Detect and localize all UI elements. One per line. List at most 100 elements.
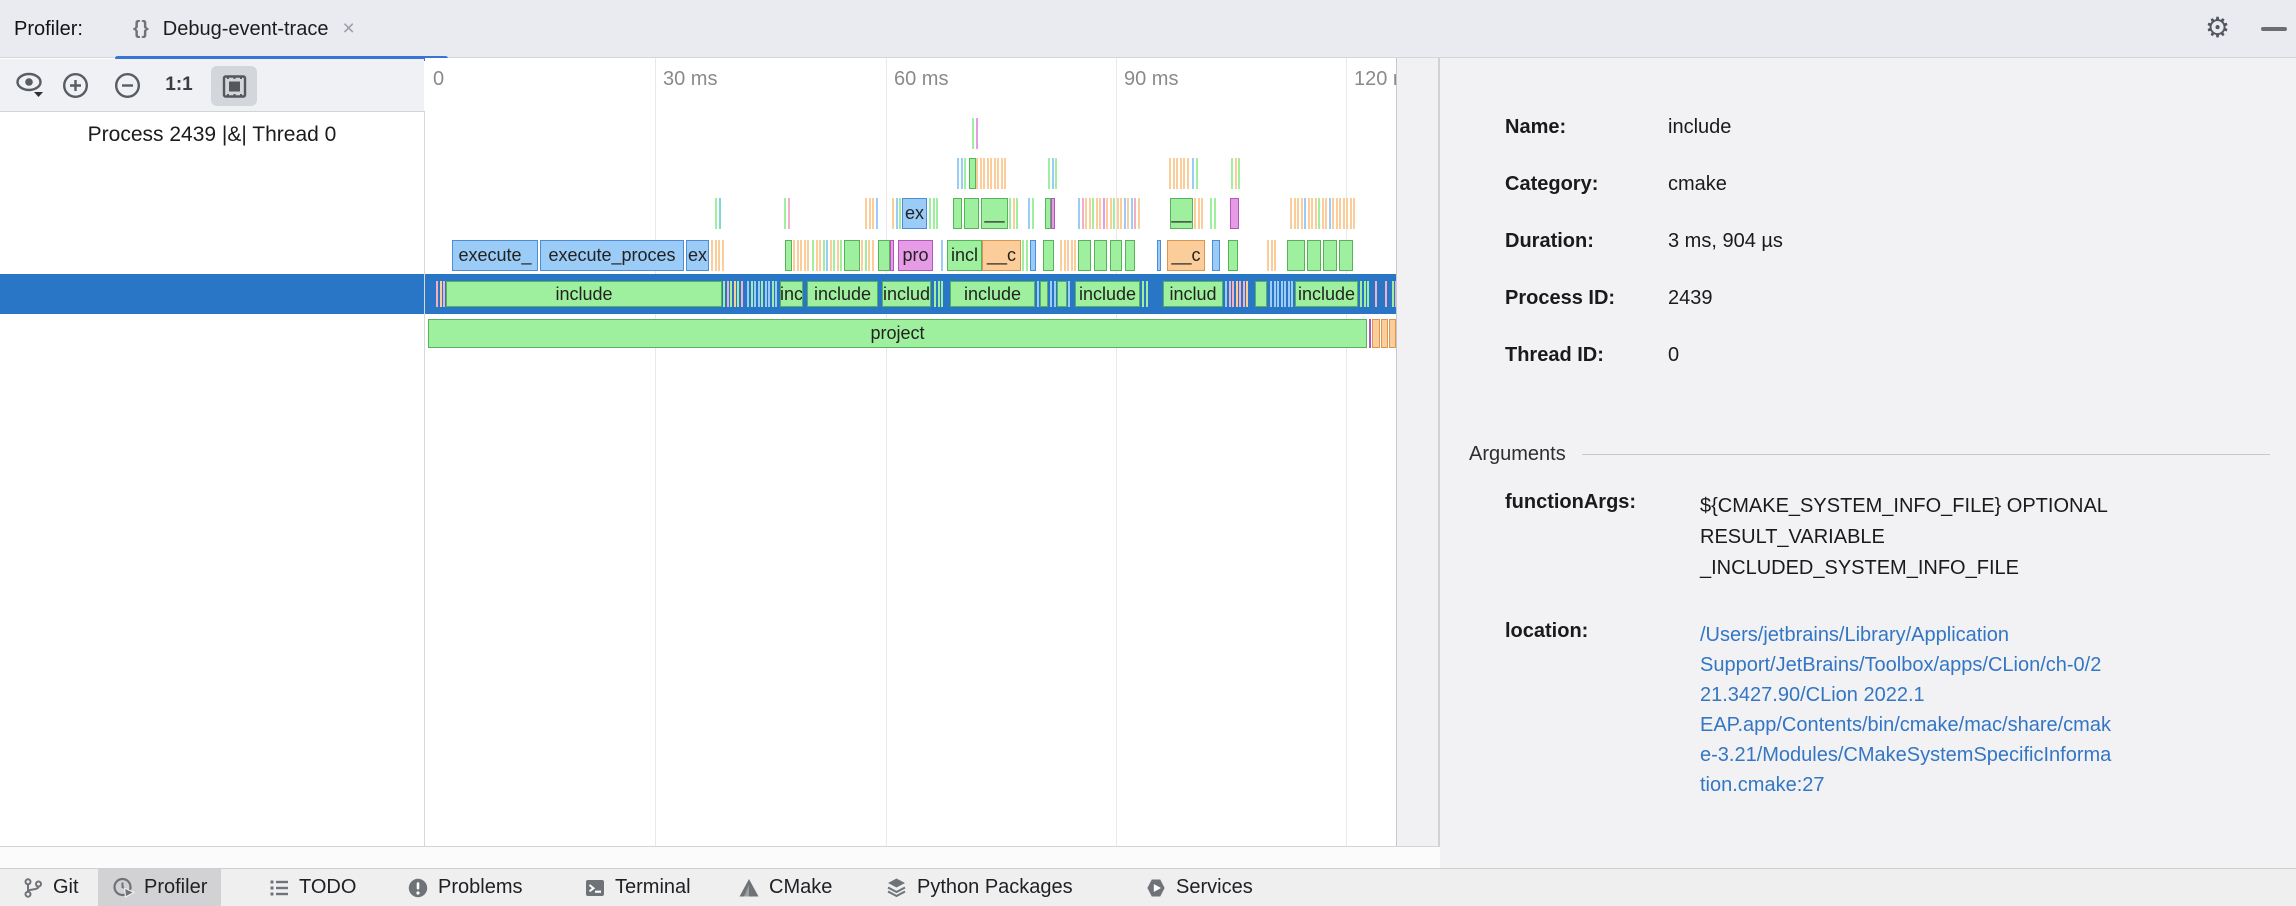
flame-stripes[interactable] xyxy=(1037,281,1040,307)
flame-stripes[interactable] xyxy=(1192,158,1198,189)
flame-stripes[interactable] xyxy=(1009,198,1020,229)
bottom-bar-item-services[interactable]: Services xyxy=(1131,869,1267,906)
flame-block-include[interactable]: include xyxy=(807,281,878,307)
flame-block[interactable] xyxy=(953,198,962,229)
flame-block-project[interactable]: project xyxy=(428,319,1367,348)
flame-block-execute_proces[interactable]: execute_proces xyxy=(540,240,684,271)
flame-block[interactable] xyxy=(969,158,976,189)
flame-stripes[interactable] xyxy=(1048,158,1057,189)
bottom-bar-item-problems[interactable]: Problems xyxy=(393,869,536,906)
bottom-bar-item-git[interactable]: Git xyxy=(8,869,93,906)
flame-block-__c[interactable]: __c xyxy=(1167,240,1205,271)
flame-block-__[interactable]: __ xyxy=(1170,198,1193,229)
flame-block[interactable] xyxy=(1110,240,1122,271)
flame-stripes[interactable] xyxy=(892,198,901,229)
flame-stripes[interactable] xyxy=(865,198,878,229)
flame-block[interactable] xyxy=(1094,240,1107,271)
flame-block-include[interactable]: include xyxy=(446,281,722,307)
flame-block[interactable] xyxy=(1043,240,1054,271)
flame-stripes[interactable] xyxy=(1360,281,1372,307)
flame-stripes[interactable] xyxy=(1385,281,1387,307)
flame-block[interactable] xyxy=(1389,319,1396,348)
flame-stripes[interactable] xyxy=(1210,198,1217,229)
flame-stripes[interactable] xyxy=(1375,281,1378,307)
flame-block[interactable] xyxy=(1030,240,1036,271)
flame-block[interactable] xyxy=(1045,198,1051,229)
flame-block-execute_[interactable]: execute_ xyxy=(452,240,538,271)
flame-block[interactable] xyxy=(878,240,890,271)
flame-stripes[interactable] xyxy=(1169,158,1191,189)
flame-block[interactable] xyxy=(1228,240,1238,271)
flame-stripes[interactable] xyxy=(1078,198,1140,229)
bottom-bar-item-todo[interactable]: TODO xyxy=(254,869,370,906)
flame-stripes[interactable] xyxy=(957,158,969,189)
bottom-bar-item-profiler[interactable]: Profiler xyxy=(98,869,222,906)
flame-block-inc[interactable]: inc xyxy=(780,281,803,307)
flame-block[interactable] xyxy=(1230,198,1239,229)
close-icon[interactable]: × xyxy=(342,17,355,40)
tab-debug-event-trace[interactable]: {} Debug-event-trace × xyxy=(115,0,448,58)
flame-stripes[interactable] xyxy=(1060,240,1076,271)
flame-stripes[interactable] xyxy=(1225,281,1251,307)
flame-block[interactable] xyxy=(1255,281,1267,307)
flame-block[interactable] xyxy=(964,198,979,229)
flame-block[interactable] xyxy=(1051,198,1055,229)
flame-block[interactable] xyxy=(1078,240,1091,271)
flame-block[interactable] xyxy=(1369,319,1371,348)
flame-stripes[interactable] xyxy=(1231,158,1240,189)
zoom-in-icon[interactable] xyxy=(61,59,89,111)
bottom-bar-item-cmake[interactable]: CMake xyxy=(724,869,846,906)
flame-block[interactable] xyxy=(1307,240,1321,271)
flame-stripes[interactable] xyxy=(711,240,726,271)
flame-block[interactable] xyxy=(1157,240,1161,271)
flame-block[interactable] xyxy=(1372,319,1380,348)
flame-stripes[interactable] xyxy=(976,158,1006,189)
flame-stripes[interactable] xyxy=(972,118,978,149)
selected-thread-row[interactable] xyxy=(0,274,424,314)
flame-block[interactable] xyxy=(890,240,894,271)
flame-stripes[interactable] xyxy=(1290,198,1358,229)
flame-stripes[interactable] xyxy=(1392,281,1394,307)
actual-size-button[interactable]: 1:1 xyxy=(165,74,193,95)
flame-block[interactable] xyxy=(1040,281,1048,307)
flame-block-includ[interactable]: includ xyxy=(1163,281,1223,307)
flame-stripes[interactable] xyxy=(1142,281,1149,307)
flame-block[interactable] xyxy=(1339,240,1353,271)
flame-stripes[interactable] xyxy=(784,198,790,229)
flame-block-incl[interactable]: incl xyxy=(947,240,982,271)
flame-stripes[interactable] xyxy=(812,240,844,271)
flame-stripes[interactable] xyxy=(1022,240,1030,271)
flame-block-includ[interactable]: includ xyxy=(882,281,931,307)
flame-stripes[interactable] xyxy=(715,198,721,229)
zoom-out-icon[interactable] xyxy=(113,59,141,111)
bottom-bar-item-terminal[interactable]: Terminal xyxy=(570,869,705,906)
flame-stripes[interactable] xyxy=(941,240,944,271)
flame-stripes[interactable] xyxy=(861,240,876,271)
flame-block-include[interactable]: include xyxy=(1295,281,1358,307)
flame-block-__c[interactable]: __c xyxy=(982,240,1021,271)
flame-block-ex[interactable]: ex xyxy=(686,240,709,271)
filmstrip-icon[interactable] xyxy=(211,66,257,106)
flame-block[interactable] xyxy=(1212,240,1220,271)
flame-stripes[interactable] xyxy=(1395,281,1396,307)
flame-block-ex[interactable]: ex xyxy=(902,198,927,229)
flame-block[interactable] xyxy=(1323,240,1337,271)
minimize-icon[interactable] xyxy=(2261,27,2287,31)
flame-stripes[interactable] xyxy=(747,281,777,307)
flame-stripes[interactable] xyxy=(436,281,445,307)
flame-block[interactable] xyxy=(1381,319,1388,348)
flame-block[interactable] xyxy=(1057,281,1067,307)
preview-eye-icon[interactable] xyxy=(11,59,51,111)
bottom-bar-item-python-packages[interactable]: Python Packages xyxy=(871,869,1087,906)
flame-block-pro[interactable]: pro xyxy=(898,240,933,271)
flame-stripes[interactable] xyxy=(1050,281,1056,307)
flame-block[interactable] xyxy=(785,240,792,271)
flame-stripes[interactable] xyxy=(1028,198,1034,229)
flame-stripes[interactable] xyxy=(793,240,809,271)
flame-block[interactable] xyxy=(1125,240,1135,271)
flame-stripes[interactable] xyxy=(1270,281,1293,307)
flame-block-__[interactable]: __ xyxy=(981,198,1008,229)
flame-stripes[interactable] xyxy=(1068,281,1071,307)
